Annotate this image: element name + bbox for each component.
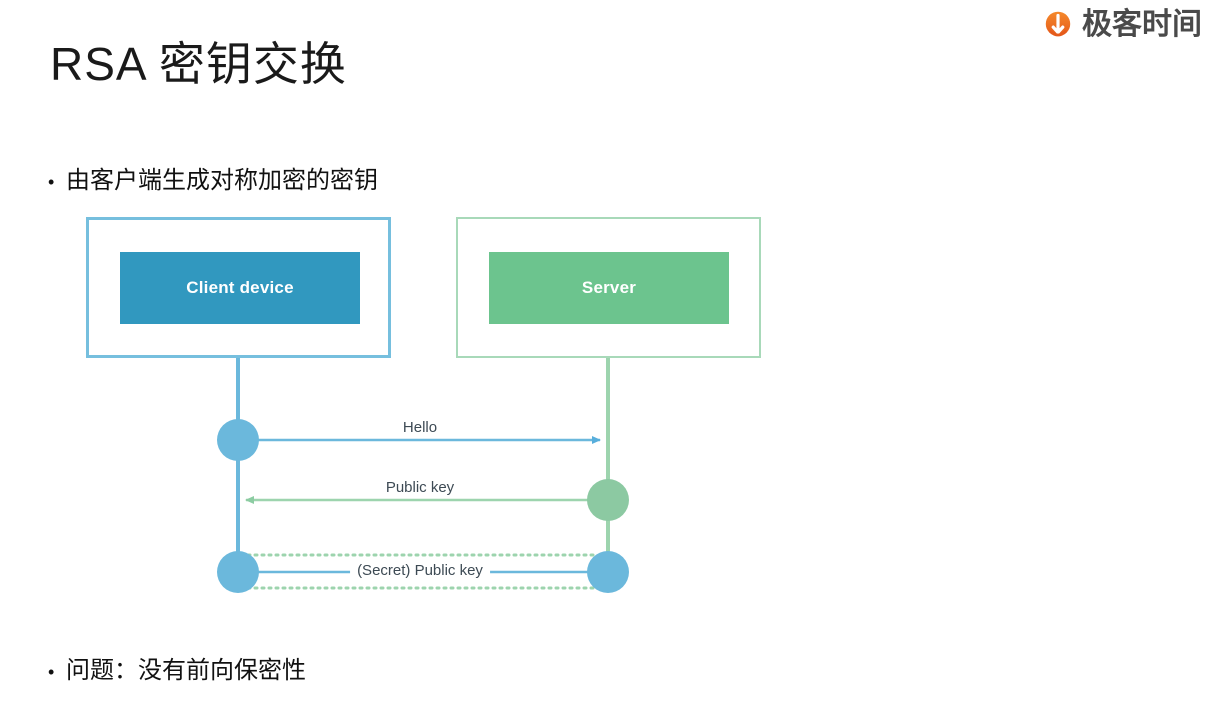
client-device-label: Client device — [120, 252, 360, 324]
bullet-text: 由客户端生成对称加密的密钥 — [66, 167, 378, 194]
bullet-item-1: • 由客户端生成对称加密的密钥 — [48, 160, 378, 195]
message-label-secret-public-key: (Secret) Public key — [350, 562, 490, 579]
bullet-marker: • — [48, 662, 55, 682]
bullet-item-2: • 问题：没有前向保密性 — [48, 650, 306, 685]
brand-name: 极客时间 — [1082, 8, 1202, 41]
message-label-public-key: Public key — [378, 479, 462, 496]
server-label: Server — [489, 252, 729, 324]
client-node-hello — [217, 419, 259, 461]
message-label-hello: Hello — [395, 419, 445, 436]
server-node-public-key — [587, 479, 629, 521]
bullet-marker: • — [48, 172, 55, 192]
brand-logo: 极客时间 — [1041, 8, 1202, 42]
bullet-text: 问题：没有前向保密性 — [66, 657, 306, 684]
server-node-secret — [587, 551, 629, 593]
geekbang-logo-icon — [1045, 11, 1071, 37]
page-title: RSA 密钥交换 — [50, 38, 347, 90]
client-node-secret — [217, 551, 259, 593]
